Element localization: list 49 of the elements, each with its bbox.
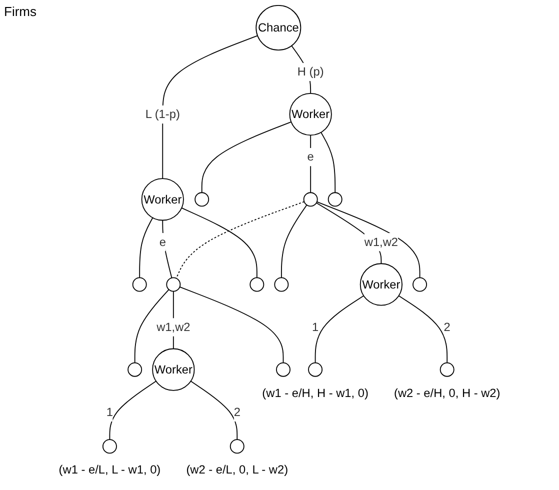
node-circle	[230, 439, 244, 454]
node-circle	[412, 277, 428, 292]
edge-label: e	[307, 150, 314, 164]
edge-label: 1	[106, 405, 114, 419]
node-circle: Worker	[289, 93, 332, 136]
edge-label: w1,w2	[364, 234, 398, 249]
connector	[162, 220, 172, 278]
edge-label: 2	[234, 405, 240, 419]
connector	[320, 132, 336, 194]
connector	[310, 134, 312, 194]
node-circle: Chance	[256, 5, 302, 51]
node-label: (w2 - e/H, 0, H - w2)	[394, 386, 500, 400]
node-circle: Worker	[360, 263, 402, 306]
node-circle	[132, 277, 147, 292]
connector	[280, 204, 308, 278]
node-label: (w1 - e/H, H - w1, 0)	[262, 386, 368, 400]
node-circle	[274, 277, 289, 292]
label-text: Firms	[4, 4, 36, 19]
edge-label: e	[159, 234, 166, 249]
node-circle	[440, 362, 454, 377]
node-circle	[250, 277, 264, 292]
node-circle	[303, 192, 318, 207]
connector	[314, 295, 364, 364]
node-circle	[166, 277, 181, 292]
node-circle	[276, 362, 290, 377]
connector	[162, 35, 258, 179]
connector	[398, 295, 448, 364]
node-circle	[128, 362, 142, 377]
connector	[134, 289, 170, 364]
connector	[176, 201, 305, 279]
connector	[181, 208, 258, 278]
node-circle	[194, 192, 210, 207]
edge-label: L (1-p)	[145, 107, 180, 121]
connector	[190, 380, 238, 440]
node-circle: Worker	[152, 348, 195, 391]
node-circle	[308, 362, 323, 377]
node-circle	[328, 192, 342, 207]
connector	[201, 121, 292, 194]
node-label: (w1 - e/L, L - w1, 0)	[58, 462, 161, 476]
node-label: (w2 - e/L, 0, L - w2)	[186, 462, 288, 476]
edge-label: H (p)	[297, 64, 324, 78]
node-circle: Worker	[141, 178, 184, 221]
edge-label: 2	[444, 320, 450, 334]
edge-label: 1	[312, 320, 319, 334]
edge-label: w1,w2	[156, 320, 190, 334]
connector	[179, 286, 284, 364]
connector	[109, 380, 157, 440]
connector	[139, 217, 154, 278]
node-circle	[102, 439, 117, 454]
